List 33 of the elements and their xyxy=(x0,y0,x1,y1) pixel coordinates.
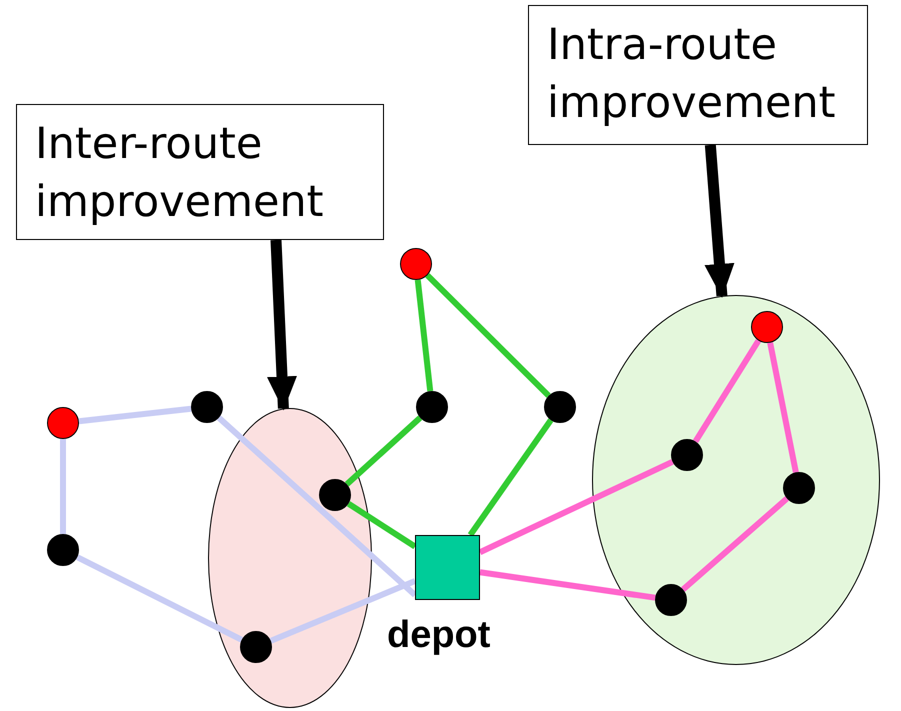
callout-box: Intra-route improvement xyxy=(528,5,868,145)
route-line xyxy=(480,569,656,601)
route-line xyxy=(767,342,799,473)
route-line xyxy=(478,459,674,555)
route-line xyxy=(344,416,422,486)
route-line xyxy=(76,554,244,642)
route-line xyxy=(270,578,416,644)
arrow xyxy=(704,144,734,298)
route-line xyxy=(692,338,762,444)
customer-node xyxy=(47,407,79,439)
customer-node xyxy=(318,478,350,510)
customer-node xyxy=(400,248,432,280)
route-line xyxy=(468,418,554,537)
customer-node xyxy=(654,584,686,616)
route-line xyxy=(78,406,192,424)
customer-node xyxy=(670,438,702,470)
route-line xyxy=(346,501,417,550)
depot-square xyxy=(415,535,480,600)
node-caption: depot xyxy=(387,614,490,657)
route-line xyxy=(60,439,66,534)
customer-node xyxy=(750,310,782,342)
customer-node xyxy=(240,630,272,662)
route-line xyxy=(681,496,789,592)
customer-node xyxy=(782,472,814,504)
customer-node xyxy=(47,534,79,566)
route-line xyxy=(414,280,434,392)
customer-node xyxy=(191,391,223,423)
route-line xyxy=(216,416,418,598)
customer-node xyxy=(544,391,576,423)
route-line xyxy=(425,273,551,398)
callout-box: Inter-route improvement xyxy=(16,104,384,240)
customer-node xyxy=(416,391,448,423)
arrow xyxy=(267,240,297,410)
